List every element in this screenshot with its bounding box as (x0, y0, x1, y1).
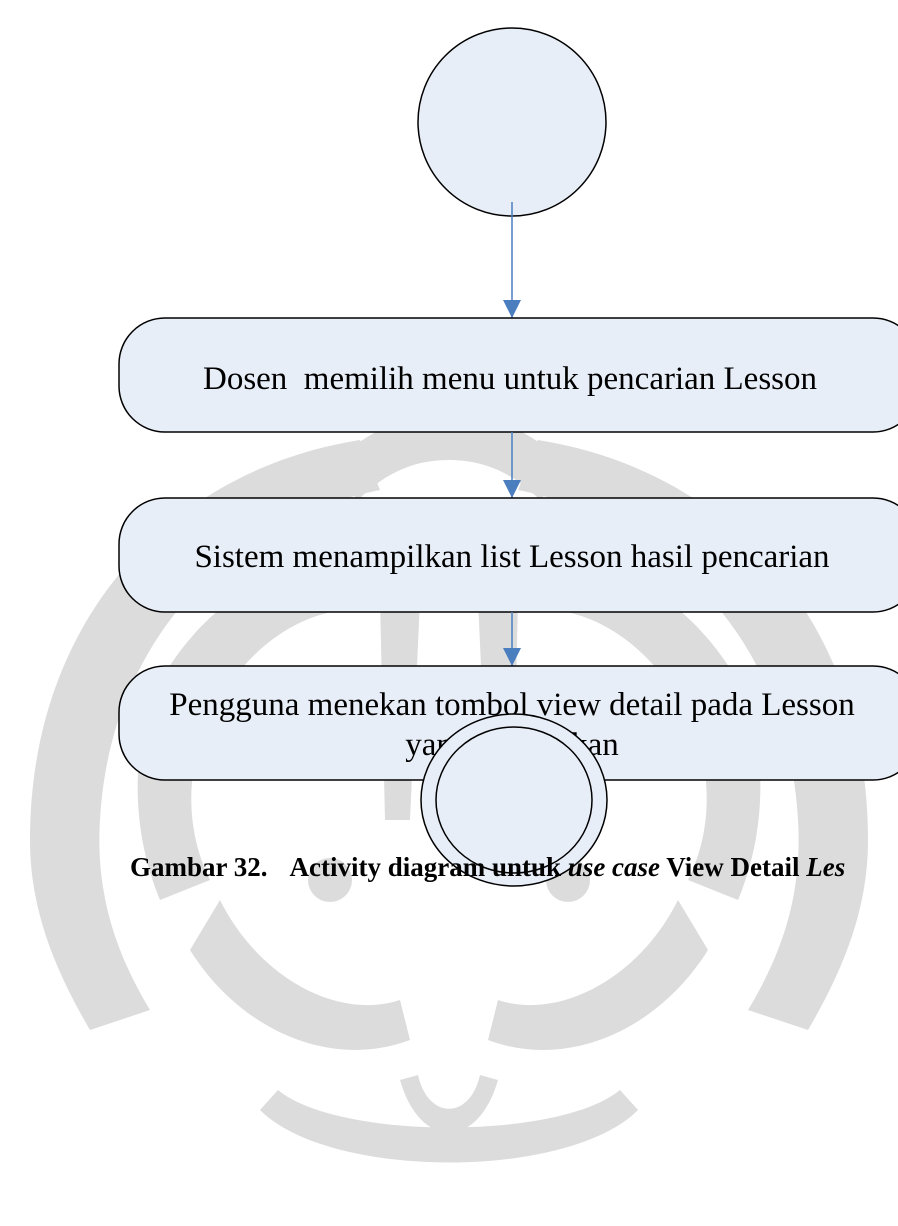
action-node-1-label: Dosen memilih menu untuk pencarian Lesso… (203, 361, 817, 397)
caption-part-1: Activity diagram untuk (289, 852, 568, 882)
action-node-2 (118, 497, 898, 613)
arrowhead-icon (503, 480, 521, 498)
caption-part-3: View Detail (660, 852, 807, 882)
arrowhead-icon (503, 300, 521, 318)
final-node-inner (435, 726, 593, 874)
action-node-2-label: Sistem menampilkan list Lesson hasil pen… (194, 539, 829, 575)
initial-node (417, 27, 607, 217)
figure-caption: Gambar 32. Activity diagram untuk use cas… (130, 852, 845, 883)
caption-part-2: use case (567, 852, 661, 882)
caption-part-4: Les (806, 852, 846, 882)
action-node-1 (118, 317, 898, 433)
figure-number: Gambar 32. (130, 852, 268, 882)
arrowhead-icon (503, 648, 521, 666)
final-node (420, 713, 608, 887)
